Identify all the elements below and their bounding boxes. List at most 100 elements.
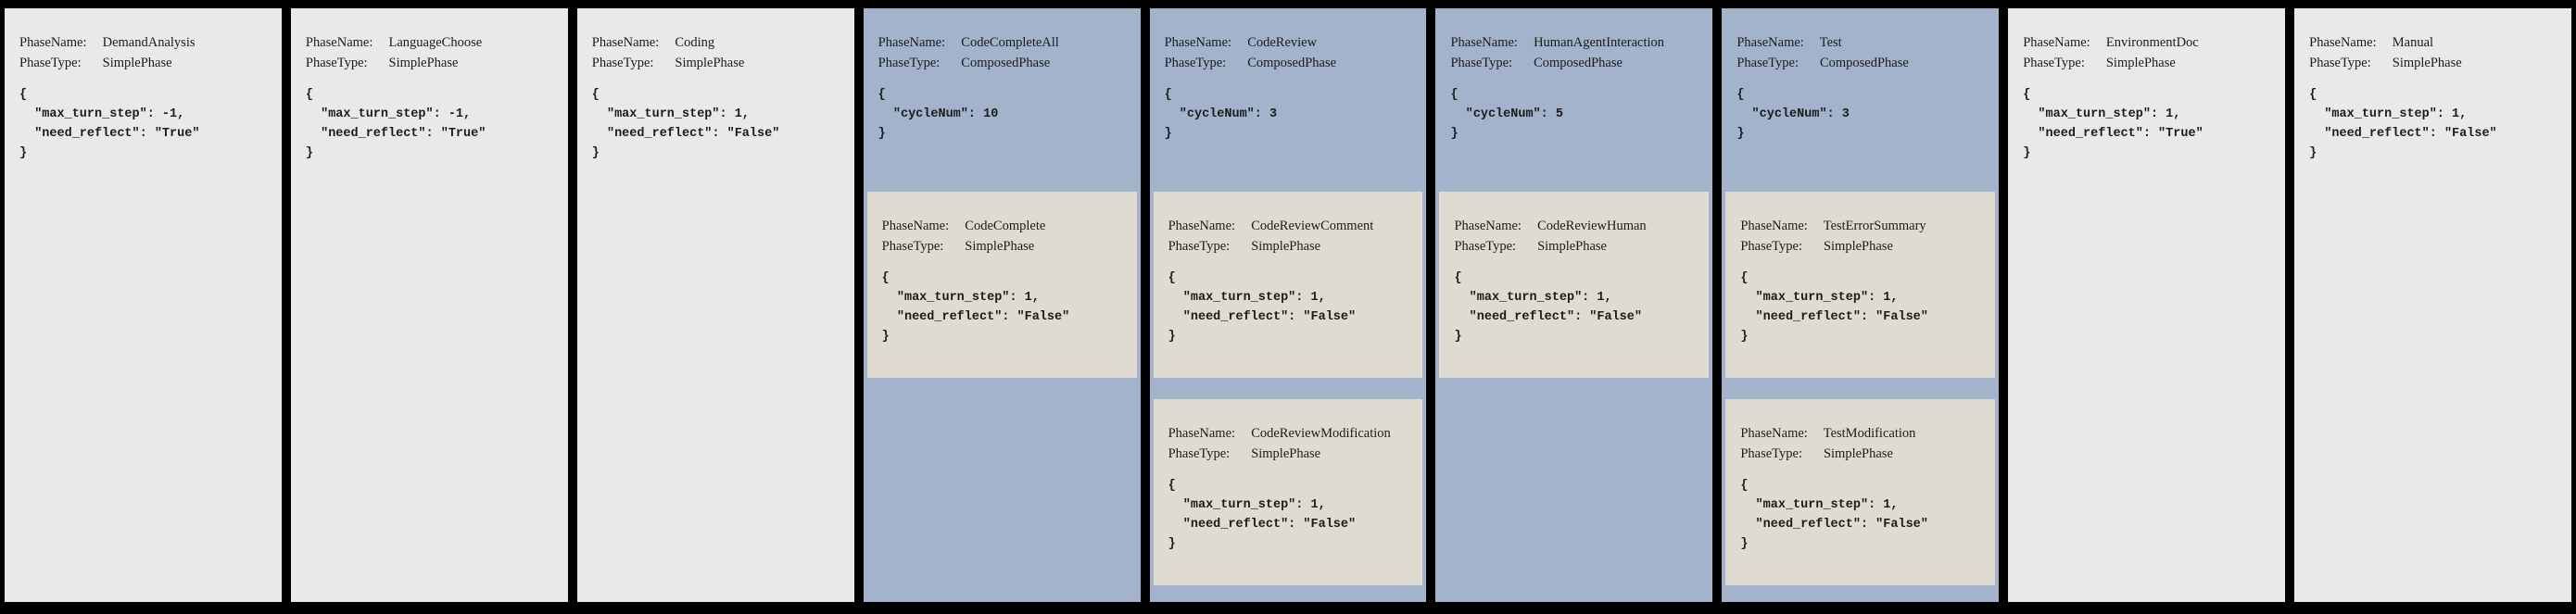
- phase-chain-board: PhaseName: DemandAnalysis PhaseType: Sim…: [5, 8, 2572, 602]
- phase-type-row: PhaseType: SimplePhase: [2023, 53, 2278, 73]
- phase-type-value: SimplePhase: [1823, 239, 1893, 254]
- phase-type-value: SimplePhase: [1251, 239, 1321, 254]
- phase-info: PhaseName: CodeReviewHuman PhaseType: Si…: [1439, 192, 1709, 346]
- phase-type-label: PhaseType:: [19, 56, 82, 70]
- phase-config-json: { "max_turn_step": 1, "need_reflect": "F…: [1168, 479, 1357, 551]
- phase-card-test: PhaseName: Test PhaseType: ComposedPhase…: [1722, 8, 2000, 602]
- nested-phase-list: PhaseName: CodeComplete PhaseType: Simpl…: [864, 192, 1141, 378]
- phase-card-language-choose: PhaseName: LanguageChoose PhaseType: Sim…: [290, 8, 568, 602]
- nested-phase-list: PhaseName: CodeReviewHuman PhaseType: Si…: [1435, 192, 1712, 378]
- phase-type-row: PhaseType: SimplePhase: [1168, 444, 1416, 464]
- phase-name-label: PhaseName:: [1740, 426, 1808, 441]
- composed-phase-info: PhaseName: Test PhaseType: ComposedPhase…: [1722, 8, 1999, 192]
- phase-type-label: PhaseType:: [1450, 56, 1513, 70]
- phase-name-label: PhaseName:: [1168, 219, 1236, 233]
- phase-type-value: ComposedPhase: [961, 56, 1051, 70]
- phase-config-json: { "max_turn_step": 1, "need_reflect": "T…: [2023, 88, 2203, 160]
- phase-type-row: PhaseType: SimplePhase: [19, 53, 274, 73]
- phase-name-value: CodeReviewModification: [1251, 426, 1391, 441]
- phase-name-label: PhaseName:: [881, 219, 950, 233]
- phase-name-label: PhaseName:: [305, 35, 373, 50]
- phase-name-label: PhaseName:: [1450, 35, 1518, 50]
- phase-card-manual: PhaseName: Manual PhaseType: SimplePhase…: [2294, 8, 2572, 602]
- phase-config-json: { "max_turn_step": -1, "need_reflect": "…: [19, 88, 200, 160]
- phase-type-label: PhaseType:: [591, 56, 654, 70]
- phase-card-code-review-modification: PhaseName: CodeReviewModification PhaseT…: [1153, 399, 1423, 585]
- phase-type-label: PhaseType:: [2023, 56, 2085, 70]
- phase-type-label: PhaseType:: [1168, 446, 1231, 461]
- phase-config-json: { "max_turn_step": 1, "need_reflect": "F…: [1454, 271, 1642, 344]
- phase-name-label: PhaseName:: [591, 35, 660, 50]
- phase-name-label: PhaseName:: [19, 35, 87, 50]
- phase-info: PhaseName: Coding PhaseType: SimplePhase…: [577, 8, 854, 163]
- phase-card-environment-doc: PhaseName: EnvironmentDoc PhaseType: Sim…: [2008, 8, 2286, 602]
- phase-name-row: PhaseName: CodeCompleteAll: [878, 32, 1133, 53]
- composed-phase-info: PhaseName: CodeCompleteAll PhaseType: Co…: [864, 8, 1141, 192]
- phase-type-value: ComposedPhase: [1534, 56, 1623, 70]
- phase-name-value: Coding: [675, 35, 715, 50]
- phase-name-value: CodeReview: [1247, 35, 1318, 50]
- phase-type-value: SimplePhase: [388, 56, 459, 70]
- composed-phase-info: PhaseName: HumanAgentInteraction PhaseTy…: [1435, 8, 1712, 192]
- phase-name-value: EnvironmentDoc: [2105, 35, 2199, 50]
- phase-config-json: { "cycleNum": 3 }: [1164, 88, 1278, 141]
- phase-name-value: CodeReviewComment: [1251, 219, 1374, 233]
- phase-type-value: ComposedPhase: [1247, 56, 1337, 70]
- phase-name-row: PhaseName: DemandAnalysis: [19, 32, 274, 53]
- phase-card-test-error-summary: PhaseName: TestErrorSummary PhaseType: S…: [1725, 192, 1996, 378]
- phase-type-value: SimplePhase: [2392, 56, 2462, 70]
- phase-type-row: PhaseType: ComposedPhase: [1450, 53, 1705, 73]
- phase-name-label: PhaseName:: [1740, 219, 1808, 233]
- phase-type-label: PhaseType:: [881, 239, 944, 254]
- phase-card-human-agent-interaction: PhaseName: HumanAgentInteraction PhaseTy…: [1435, 8, 1713, 602]
- phase-card-coding: PhaseName: Coding PhaseType: SimplePhase…: [576, 8, 854, 602]
- phase-config-json: { "max_turn_step": 1, "need_reflect": "F…: [1740, 479, 1928, 551]
- phase-type-label: PhaseType:: [1168, 239, 1231, 254]
- phase-type-row: PhaseType: SimplePhase: [1740, 444, 1988, 464]
- phase-name-row: PhaseName: Coding: [592, 32, 847, 53]
- phase-name-value: DemandAnalysis: [102, 35, 196, 50]
- phase-name-row: PhaseName: LanguageChoose: [306, 32, 561, 53]
- phase-type-row: PhaseType: SimplePhase: [306, 53, 561, 73]
- phase-name-label: PhaseName:: [1164, 35, 1232, 50]
- phase-type-label: PhaseType:: [1736, 56, 1799, 70]
- phase-name-label: PhaseName:: [878, 35, 946, 50]
- phase-info: PhaseName: EnvironmentDoc PhaseType: Sim…: [2008, 8, 2285, 163]
- phase-type-value: SimplePhase: [1537, 239, 1607, 254]
- nested-phase-list: PhaseName: CodeReviewComment PhaseType: …: [1150, 192, 1427, 585]
- phase-type-value: ComposedPhase: [1819, 56, 1909, 70]
- phase-name-row: PhaseName: TestErrorSummary: [1740, 216, 1988, 236]
- phase-name-label: PhaseName:: [2309, 35, 2377, 50]
- phase-name-row: PhaseName: CodeComplete: [882, 216, 1130, 236]
- phase-card-code-complete-all: PhaseName: CodeCompleteAll PhaseType: Co…: [863, 8, 1141, 602]
- phase-type-row: PhaseType: SimplePhase: [1454, 236, 1701, 257]
- phase-name-value: TestErrorSummary: [1823, 219, 1926, 233]
- phase-info: PhaseName: CodeComplete PhaseType: Simpl…: [867, 192, 1137, 346]
- phase-type-value: SimplePhase: [965, 239, 1035, 254]
- phase-card-code-complete: PhaseName: CodeComplete PhaseType: Simpl…: [866, 192, 1137, 378]
- phase-name-row: PhaseName: CodeReviewModification: [1168, 423, 1416, 444]
- phase-name-row: PhaseName: TestModification: [1740, 423, 1988, 444]
- phase-info: PhaseName: CodeReviewComment PhaseType: …: [1154, 192, 1423, 346]
- phase-config-json: { "max_turn_step": 1, "need_reflect": "F…: [2309, 88, 2497, 160]
- phase-type-label: PhaseType:: [2309, 56, 2371, 70]
- phase-card-code-review: PhaseName: CodeReview PhaseType: Compose…: [1149, 8, 1427, 602]
- phase-config-json: { "cycleNum": 5 }: [1450, 88, 1563, 141]
- phase-type-row: PhaseType: SimplePhase: [592, 53, 847, 73]
- phase-type-row: PhaseType: ComposedPhase: [878, 53, 1133, 73]
- phase-name-row: PhaseName: CodeReviewComment: [1168, 216, 1416, 236]
- phase-info: PhaseName: Manual PhaseType: SimplePhase…: [2294, 8, 2571, 163]
- phase-type-label: PhaseType:: [1740, 239, 1802, 254]
- phase-name-row: PhaseName: Manual: [2309, 32, 2564, 53]
- phase-type-row: PhaseType: SimplePhase: [1740, 236, 1988, 257]
- phase-type-row: PhaseType: SimplePhase: [2309, 53, 2564, 73]
- phase-type-label: PhaseType:: [305, 56, 368, 70]
- phase-name-value: TestModification: [1823, 426, 1916, 441]
- phase-config-json: { "max_turn_step": -1, "need_reflect": "…: [305, 88, 486, 160]
- phase-info: PhaseName: DemandAnalysis PhaseType: Sim…: [5, 8, 282, 163]
- phase-name-value: LanguageChoose: [388, 35, 483, 50]
- phase-config-json: { "max_turn_step": 1, "need_reflect": "F…: [1740, 271, 1928, 344]
- phase-info: PhaseName: CodeReviewModification PhaseT…: [1154, 399, 1423, 554]
- phase-name-row: PhaseName: CodeReviewHuman: [1454, 216, 1701, 236]
- phase-type-label: PhaseType:: [1164, 56, 1227, 70]
